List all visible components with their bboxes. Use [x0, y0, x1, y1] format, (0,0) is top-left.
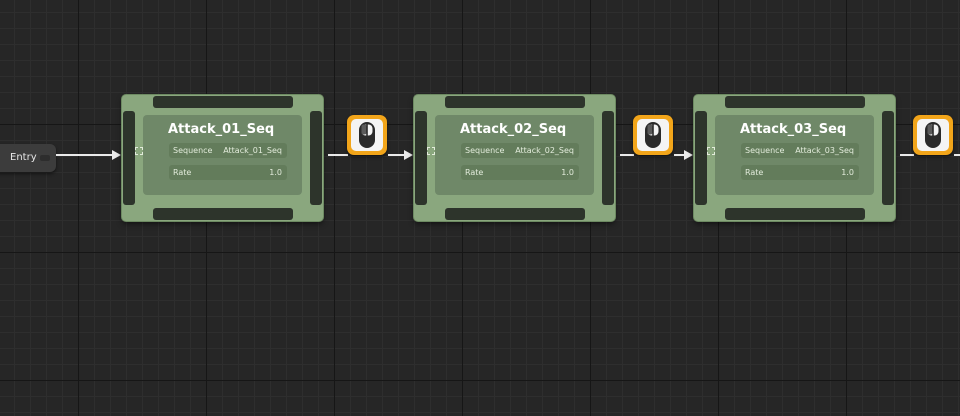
- wire-entry-to-state-1: [56, 154, 114, 156]
- arrow-into-state-1: [112, 150, 121, 160]
- transition-rule-face: [637, 119, 669, 151]
- state-bottom-pin-area[interactable]: [725, 208, 865, 220]
- transition-rule-icon: [645, 122, 661, 148]
- arrow-into-state-3: [684, 150, 693, 160]
- rate-value: 1.0: [269, 168, 282, 177]
- wire-state-3-to-transition-3: [900, 154, 914, 156]
- sequence-property-row[interactable]: Sequence Attack_02_Seq: [461, 143, 579, 158]
- sequence-label: Sequence: [173, 146, 213, 155]
- transition-rule-2[interactable]: [633, 115, 673, 155]
- sequence-property-row[interactable]: Sequence Attack_03_Seq: [741, 143, 859, 158]
- rate-value: 1.0: [841, 168, 854, 177]
- state-node-attack-02[interactable]: Attack_02_Seq Sequence Attack_02_Seq Rat…: [414, 95, 615, 221]
- rate-label: Rate: [173, 168, 192, 177]
- state-node-attack-01[interactable]: Attack_01_Seq Sequence Attack_01_Seq Rat…: [122, 95, 323, 221]
- state-body: Attack_01_Seq Sequence Attack_01_Seq Rat…: [135, 115, 302, 195]
- wire-transition-3-out: [954, 154, 960, 156]
- rate-value: 1.0: [561, 168, 574, 177]
- sequence-property-row[interactable]: Sequence Attack_01_Seq: [169, 143, 287, 158]
- rate-label: Rate: [465, 168, 484, 177]
- state-left-pin-area[interactable]: [415, 111, 427, 205]
- sequence-icon: [427, 147, 435, 155]
- entry-node[interactable]: Entry: [0, 144, 56, 172]
- state-title: Attack_03_Seq: [740, 122, 847, 137]
- wire-state-2-to-transition-2: [620, 154, 634, 156]
- sequence-value: Attack_02_Seq: [515, 146, 574, 155]
- arrow-into-state-2: [404, 150, 413, 160]
- transition-rule-face: [917, 119, 949, 151]
- state-right-pin-area[interactable]: [602, 111, 614, 205]
- state-top-pin-area[interactable]: [725, 96, 865, 108]
- wire-transition-2-to-state-3: [674, 154, 686, 156]
- sequence-icon: [707, 147, 715, 155]
- state-top-pin-area[interactable]: [445, 96, 585, 108]
- wire-state-1-to-transition-1: [328, 154, 348, 156]
- sequence-icon: [135, 147, 143, 155]
- state-left-pin-area[interactable]: [695, 111, 707, 205]
- entry-output-pin[interactable]: [40, 155, 50, 161]
- state-body: Attack_03_Seq Sequence Attack_03_Seq Rat…: [707, 115, 874, 195]
- state-title: Attack_02_Seq: [460, 122, 567, 137]
- state-top-pin-area[interactable]: [153, 96, 293, 108]
- transition-rule-face: [351, 119, 383, 151]
- transition-rule-icon: [359, 122, 375, 148]
- sequence-value: Attack_03_Seq: [795, 146, 854, 155]
- sequence-label: Sequence: [745, 146, 785, 155]
- transition-rule-1[interactable]: [347, 115, 387, 155]
- state-title: Attack_01_Seq: [168, 122, 275, 137]
- state-body: Attack_02_Seq Sequence Attack_02_Seq Rat…: [427, 115, 594, 195]
- transition-rule-3[interactable]: [913, 115, 953, 155]
- state-right-pin-area[interactable]: [310, 111, 322, 205]
- transition-rule-icon: [925, 122, 941, 148]
- entry-label: Entry: [10, 152, 37, 163]
- sequence-value: Attack_01_Seq: [223, 146, 282, 155]
- state-left-pin-area[interactable]: [123, 111, 135, 205]
- sequence-label: Sequence: [465, 146, 505, 155]
- state-bottom-pin-area[interactable]: [153, 208, 293, 220]
- state-right-pin-area[interactable]: [882, 111, 894, 205]
- wire-transition-1-to-state-2: [388, 154, 406, 156]
- state-node-attack-03[interactable]: Attack_03_Seq Sequence Attack_03_Seq Rat…: [694, 95, 895, 221]
- state-bottom-pin-area[interactable]: [445, 208, 585, 220]
- rate-property-row[interactable]: Rate 1.0: [461, 165, 579, 180]
- rate-property-row[interactable]: Rate 1.0: [741, 165, 859, 180]
- rate-property-row[interactable]: Rate 1.0: [169, 165, 287, 180]
- rate-label: Rate: [745, 168, 764, 177]
